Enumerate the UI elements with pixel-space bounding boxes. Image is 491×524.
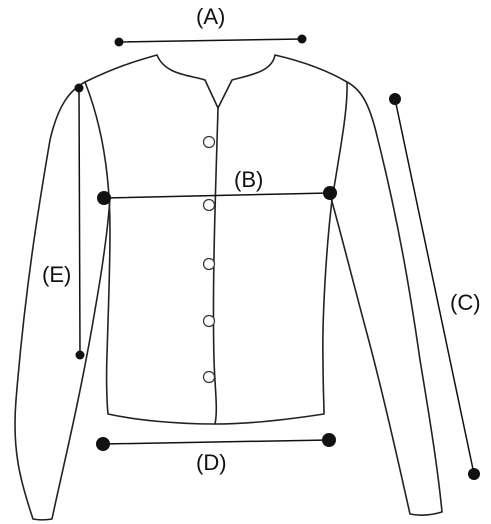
label-b: (B) (234, 167, 263, 192)
jacket-button (202, 257, 216, 271)
right-sleeve-outline (330, 81, 443, 516)
label-c: (C) (450, 290, 481, 315)
measure-line-c (394, 98, 475, 475)
jacket-button (202, 135, 216, 149)
measure-line-a (118, 38, 303, 43)
jacket-button (202, 370, 216, 384)
measure-dot-a-start (114, 37, 124, 47)
jacket-button (202, 198, 216, 212)
measure-dot-d-end (322, 433, 336, 447)
left-sleeve-outline (14, 81, 111, 521)
measure-dot-b-start (97, 191, 111, 205)
measure-dot-c-end (468, 468, 480, 480)
measure-dot-e-start (74, 83, 84, 93)
measure-dot-a-end (297, 34, 307, 44)
jacket-button (202, 314, 216, 328)
label-d: (D) (196, 450, 227, 475)
measure-dot-e-end (75, 350, 85, 360)
measure-dot-d-start (96, 437, 110, 451)
measure-line-b (103, 192, 331, 199)
measure-dot-b-end (323, 186, 337, 200)
jacket-body-outline (84, 54, 348, 425)
measure-line-e (78, 87, 81, 356)
measure-line-d (102, 439, 330, 445)
label-a: (A) (196, 4, 225, 29)
label-e: (E) (42, 262, 71, 287)
measure-dot-c-start (389, 93, 401, 105)
